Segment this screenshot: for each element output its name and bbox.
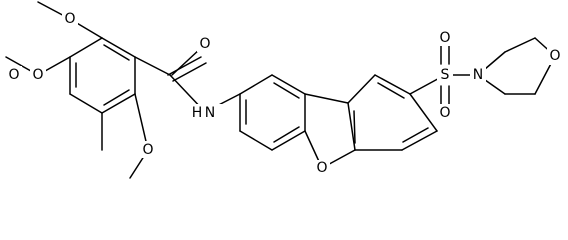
bond — [239, 74, 273, 95]
bond — [409, 93, 438, 132]
bond-double — [377, 82, 405, 99]
bond-double — [353, 110, 356, 144]
bond — [504, 37, 536, 53]
bond-double — [273, 126, 300, 143]
atom-oxygen-sulfonyl-1: O — [439, 30, 450, 46]
bond — [374, 74, 411, 95]
amide-group — [134, 47, 241, 113]
bond-double — [103, 89, 130, 106]
bond — [271, 74, 306, 95]
atom-oxygen-morpholine: O — [549, 48, 560, 64]
bond — [134, 56, 171, 76]
atom-labels: O O O O O H N O S O O N O — [6, 11, 563, 177]
chemical-structure: O O O O O H N O S O O N O — [5, 1, 563, 179]
bond — [304, 93, 349, 104]
trimethoxyphenyl-ring — [69, 37, 136, 114]
bond-double — [402, 127, 429, 143]
dibenzofuran-core — [239, 74, 438, 169]
bond — [101, 93, 136, 114]
bond-double — [273, 82, 300, 99]
bond — [271, 130, 306, 151]
bond-double — [171, 47, 202, 76]
atom-oxygen-methoxy-2: O — [32, 67, 43, 83]
bond-double — [172, 62, 207, 82]
atom-nitrogen-morpholine: N — [473, 67, 483, 83]
atom-amide-hydrogen: H — [192, 105, 203, 121]
bond — [69, 93, 103, 114]
atom-sulfur: S — [441, 67, 450, 83]
atom-oxygen-methoxy-1: O — [64, 11, 75, 27]
atom-oxygen-sulfonyl-2: O — [439, 105, 450, 121]
bond — [239, 130, 273, 151]
bond-double — [103, 44, 130, 61]
atom-oxygen-carbonyl: O — [199, 36, 210, 52]
bond — [347, 102, 356, 151]
morpholine-ring — [477, 37, 556, 95]
bond — [401, 130, 438, 151]
atom-oxygen-furan: O — [316, 160, 327, 176]
methoxy-groups — [5, 1, 149, 179]
atom-amide-nitrogen: N — [205, 105, 215, 121]
bond-double — [167, 56, 202, 76]
bond — [347, 74, 376, 104]
atom-oxygen-methoxy-4: O — [142, 142, 153, 158]
bond — [101, 37, 136, 58]
bond — [69, 37, 103, 58]
atom-oxygen-methoxy-3: O — [8, 67, 19, 83]
bond — [134, 93, 149, 151]
